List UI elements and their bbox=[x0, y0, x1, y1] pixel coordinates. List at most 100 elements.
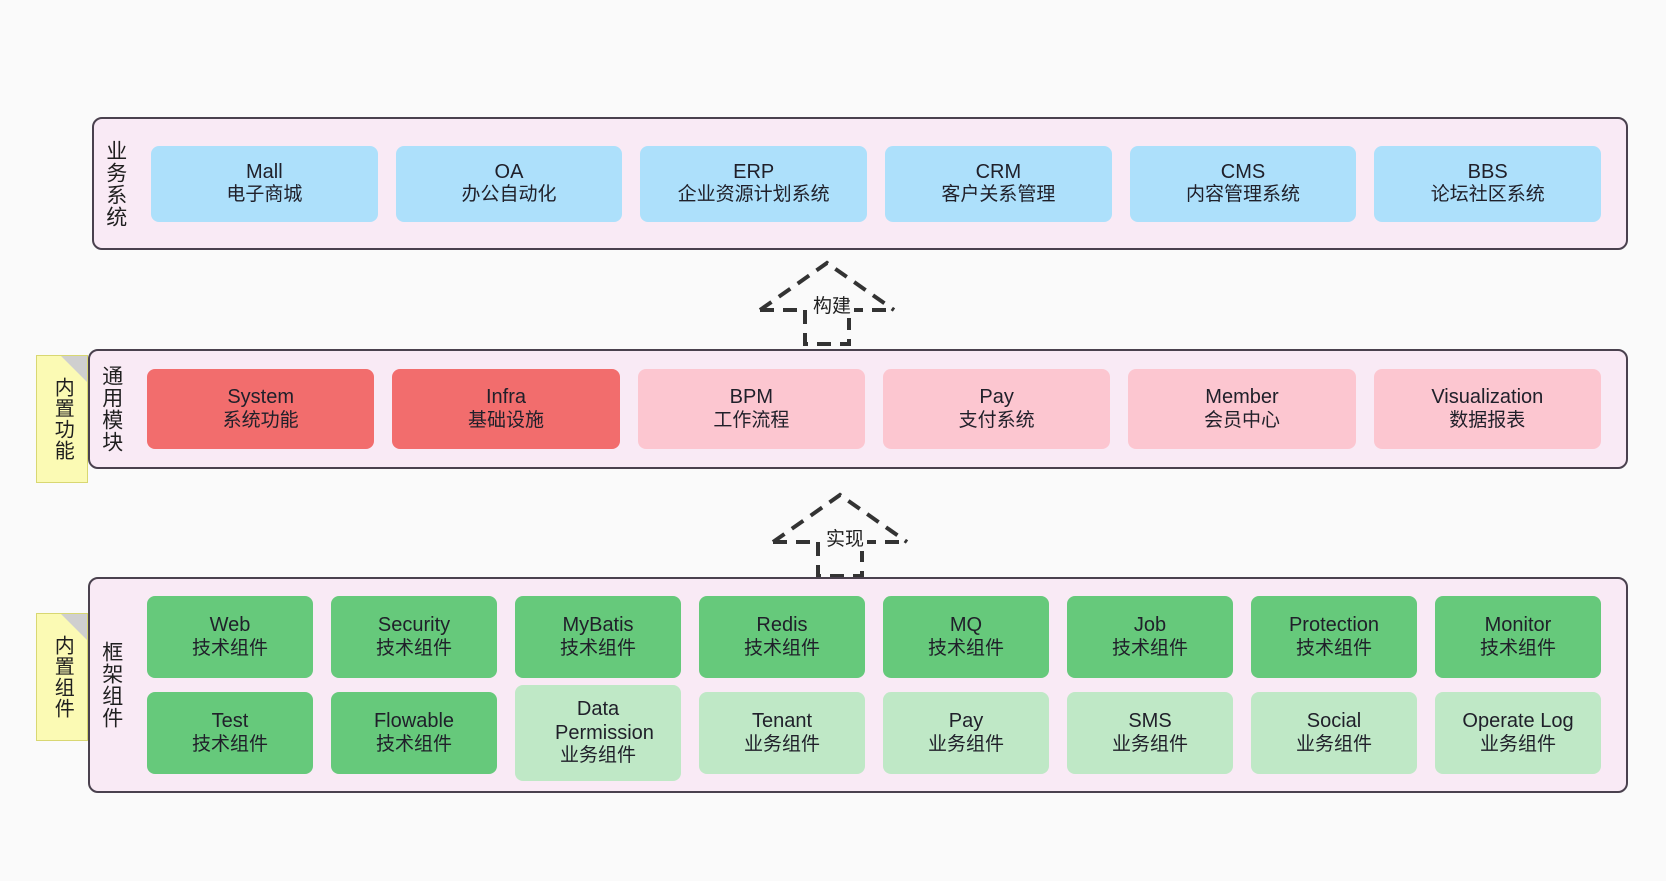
node-title: MyBatis bbox=[562, 614, 634, 636]
node-crm[interactable]: CRM 客户关系管理 bbox=[885, 145, 1112, 222]
node-tenant[interactable]: Tenant 业务组件 bbox=[699, 692, 865, 774]
node-title: Redis bbox=[756, 614, 808, 636]
node-bpm[interactable]: BPM 工作流程 bbox=[637, 369, 865, 449]
node-title: System bbox=[227, 386, 294, 408]
node-redis[interactable]: Redis 技术组件 bbox=[699, 596, 865, 678]
node-subtitle: 支付系统 bbox=[958, 409, 1035, 431]
note-builtin-component[interactable]: 内置组件 bbox=[36, 613, 88, 741]
node-erp[interactable]: ERP 企业资源计划系统 bbox=[640, 145, 868, 222]
node-subtitle: 技术组件 bbox=[1479, 637, 1556, 659]
node-subtitle: 论坛社区系统 bbox=[1430, 184, 1545, 206]
node-title: CRM bbox=[975, 160, 1022, 183]
node-operate-log[interactable]: Operate Log 业务组件 bbox=[1435, 692, 1601, 774]
layer-business-system[interactable]: 业务系统 Mall 电子商城 OA 办公自动化 ERP 企业资源计划系统 CRM… bbox=[92, 117, 1628, 250]
node-visualization[interactable]: Visualization 数据报表 bbox=[1373, 369, 1601, 449]
node-subtitle: 技术组件 bbox=[191, 637, 268, 659]
node-subtitle: 业务组件 bbox=[559, 745, 636, 767]
node-system[interactable]: System 系统功能 bbox=[147, 369, 375, 449]
node-subtitle: 技术组件 bbox=[375, 637, 452, 659]
node-title: Pay bbox=[979, 386, 1014, 408]
node-title: Social bbox=[1306, 710, 1362, 732]
layer-title-framework-component: 框架组件 bbox=[99, 641, 123, 729]
node-title: Member bbox=[1205, 386, 1279, 408]
layer-framework-component[interactable]: 框架组件 Web 技术组件 Security 技术组件 MyBatis 技术组件… bbox=[88, 577, 1628, 793]
node-title: MQ bbox=[949, 614, 983, 636]
node-data-permission[interactable]: Data Permission 业务组件 bbox=[515, 685, 681, 781]
node-subtitle: 技术组件 bbox=[559, 637, 636, 659]
node-row: Mall 电子商城 OA 办公自动化 ERP 企业资源计划系统 CRM 客户关系… bbox=[142, 145, 1610, 222]
node-subtitle: 业务组件 bbox=[1295, 733, 1372, 755]
node-subtitle: 基础设施 bbox=[467, 409, 544, 431]
node-subtitle: 企业资源计划系统 bbox=[677, 184, 830, 206]
node-title: OA bbox=[494, 160, 524, 183]
node-mybatis[interactable]: MyBatis 技术组件 bbox=[515, 596, 681, 678]
node-subtitle: 业务组件 bbox=[743, 733, 820, 755]
node-row: Web 技术组件 Security 技术组件 MyBatis 技术组件 Redi… bbox=[138, 596, 1610, 678]
node-monitor[interactable]: Monitor 技术组件 bbox=[1435, 596, 1601, 678]
node-test[interactable]: Test 技术组件 bbox=[147, 692, 313, 774]
node-title: Pay bbox=[948, 710, 984, 732]
node-mq[interactable]: MQ 技术组件 bbox=[883, 596, 1049, 678]
node-title: Security bbox=[377, 614, 451, 636]
node-subtitle: 技术组件 bbox=[927, 637, 1004, 659]
node-title: SMS bbox=[1128, 710, 1172, 732]
node-oa[interactable]: OA 办公自动化 bbox=[395, 145, 623, 222]
connector-implement-label: 实现 bbox=[823, 524, 868, 551]
node-subtitle: 业务组件 bbox=[1111, 733, 1188, 755]
node-subtitle: 技术组件 bbox=[743, 637, 820, 659]
node-social[interactable]: Social 业务组件 bbox=[1251, 692, 1417, 774]
note-builtin-function[interactable]: 内置功能 bbox=[36, 355, 88, 483]
node-title: Operate Log bbox=[1462, 710, 1574, 732]
layer-title-business-system: 业务系统 bbox=[103, 139, 127, 228]
node-subtitle: 技术组件 bbox=[1295, 637, 1372, 659]
node-title: Monitor bbox=[1484, 614, 1552, 636]
node-subtitle: 技术组件 bbox=[191, 733, 268, 755]
layer-title-common-module: 通用模块 bbox=[99, 365, 123, 453]
note-label: 内置功能 bbox=[51, 377, 74, 461]
node-subtitle: 业务组件 bbox=[927, 733, 1004, 755]
node-mall[interactable]: Mall 电子商城 bbox=[151, 145, 378, 222]
layer-body-framework-component: Web 技术组件 Security 技术组件 MyBatis 技术组件 Redi… bbox=[132, 579, 1626, 791]
node-title: Mall bbox=[246, 160, 283, 183]
node-pay[interactable]: Pay 支付系统 bbox=[882, 369, 1111, 449]
node-title: BPM bbox=[729, 386, 773, 408]
note-fold-corner-icon bbox=[61, 614, 87, 640]
node-title: BBS bbox=[1467, 160, 1508, 183]
node-title: Flowable bbox=[373, 710, 455, 732]
node-subtitle: 内容管理系统 bbox=[1186, 184, 1301, 206]
note-label: 内置组件 bbox=[51, 635, 74, 719]
node-title: ERP bbox=[733, 160, 775, 183]
node-title: Web bbox=[209, 614, 251, 636]
node-subtitle: 业务组件 bbox=[1479, 733, 1556, 755]
node-flowable[interactable]: Flowable 技术组件 bbox=[331, 692, 497, 774]
note-fold-corner-icon bbox=[61, 356, 87, 382]
node-protection[interactable]: Protection 技术组件 bbox=[1251, 596, 1417, 678]
connector-build-label: 构建 bbox=[810, 291, 855, 318]
node-subtitle: 系统功能 bbox=[222, 409, 299, 431]
node-subtitle: 技术组件 bbox=[375, 733, 452, 755]
node-subtitle: 办公自动化 bbox=[461, 184, 557, 206]
node-cms[interactable]: CMS 内容管理系统 bbox=[1129, 145, 1357, 222]
node-title: Protection bbox=[1288, 614, 1380, 636]
node-title: Data Permission bbox=[555, 698, 654, 744]
node-subtitle: 工作流程 bbox=[713, 409, 790, 431]
node-bbs[interactable]: BBS 论坛社区系统 bbox=[1374, 145, 1602, 222]
node-title: Job bbox=[1133, 614, 1167, 636]
layer-body-common-module: System 系统功能 Infra 基础设施 BPM 工作流程 Pay 支付系统… bbox=[132, 351, 1626, 467]
node-title: Tenant bbox=[751, 710, 813, 732]
node-infra[interactable]: Infra 基础设施 bbox=[392, 369, 620, 449]
node-job[interactable]: Job 技术组件 bbox=[1067, 596, 1233, 678]
node-title: CMS bbox=[1220, 160, 1266, 183]
node-title: Visualization bbox=[1431, 386, 1544, 408]
node-web[interactable]: Web 技术组件 bbox=[147, 596, 313, 678]
node-title: Test bbox=[211, 710, 249, 732]
node-subtitle: 数据报表 bbox=[1449, 409, 1526, 431]
node-row: Test 技术组件 Flowable 技术组件 Data Permission … bbox=[138, 685, 1610, 781]
layer-common-module[interactable]: 通用模块 System 系统功能 Infra 基础设施 BPM 工作流程 Pay… bbox=[88, 349, 1628, 469]
node-sms[interactable]: SMS 业务组件 bbox=[1067, 692, 1233, 774]
node-member[interactable]: Member 会员中心 bbox=[1128, 369, 1356, 449]
node-security[interactable]: Security 技术组件 bbox=[331, 596, 497, 678]
node-pay-component[interactable]: Pay 业务组件 bbox=[883, 692, 1049, 774]
node-subtitle: 电子商城 bbox=[226, 184, 303, 206]
